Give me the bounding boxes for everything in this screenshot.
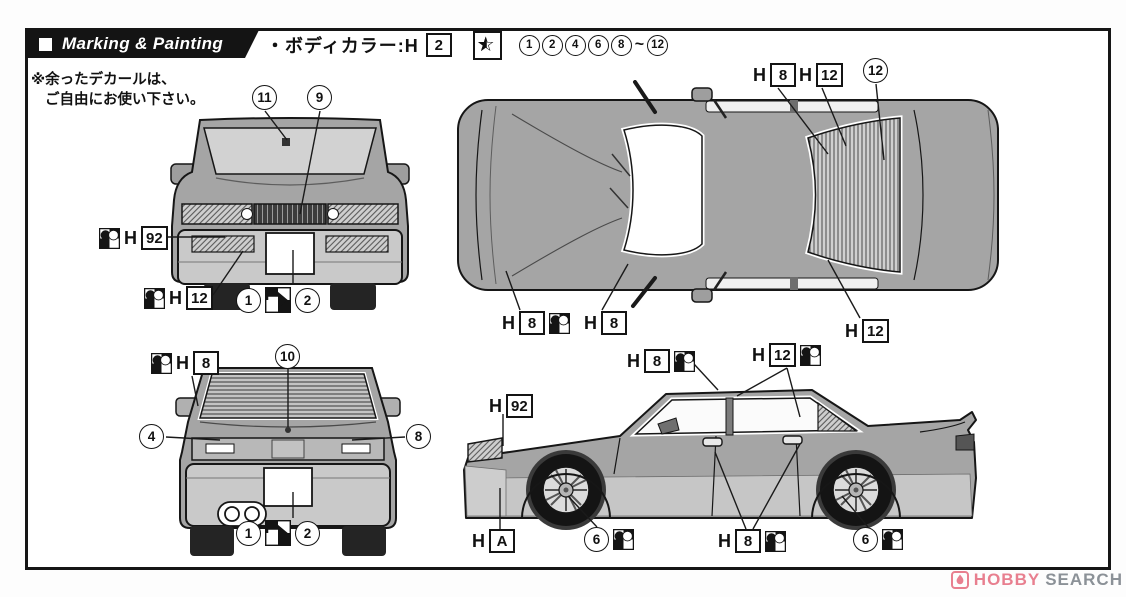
body-color-header: ・ボディカラー:H 2 ☆ ★ 1 2 4 6 8 ~ 12 <box>266 30 669 60</box>
paint-prefix: H <box>845 321 858 341</box>
parts-number: 2 <box>541 34 563 56</box>
top-rear-window-bottom-label: H 12 <box>845 319 889 343</box>
paint-prefix: H <box>124 228 137 248</box>
flame-icon <box>950 571 969 589</box>
paint-code-box: A <box>489 529 515 553</box>
top-rear-window-trim-label-1: H 8 <box>753 63 796 87</box>
paint-prefix: H <box>169 288 182 308</box>
parts-number: 4 <box>564 34 586 56</box>
paint-code-box: 12 <box>769 343 796 367</box>
part-number-callout: 6 <box>584 527 609 552</box>
front-headlight-paint-label: H 92 <box>99 226 168 250</box>
paint-code-box: 8 <box>519 311 545 335</box>
paint-chip-icon <box>674 350 695 372</box>
paint-prefix: H <box>753 65 766 85</box>
paint-prefix: H <box>718 531 731 551</box>
front-plate-decal-label: 1 2 <box>236 287 320 313</box>
paint-code-box: 8 <box>644 349 670 373</box>
decal-arrow-icon <box>265 520 291 546</box>
paint-code-box: 8 <box>601 311 627 335</box>
decal-note-line2: ご自由にお使い下さい。 <box>45 92 205 109</box>
banner-square-bullet-icon <box>39 38 52 51</box>
part-number-callout: 2 <box>295 287 320 313</box>
paint-chip-icon <box>549 312 570 334</box>
paint-prefix: H <box>799 65 812 85</box>
parts-number: 8 <box>610 34 632 56</box>
side-rear-wheel-label: 6 <box>853 527 903 552</box>
paint-chip-icon <box>882 529 903 550</box>
marking-painting-banner: Marking & Painting <box>25 30 259 58</box>
paint-chip-icon <box>151 352 172 374</box>
range-tilde: ~ <box>634 36 645 53</box>
paint-code-box: 12 <box>186 286 213 310</box>
paint-code-box: 92 <box>506 394 533 418</box>
paint-code-box: 8 <box>193 351 219 375</box>
top-front-fender-label: H 8 <box>502 311 570 335</box>
paint-prefix: H <box>627 351 640 371</box>
paint-code-box: 92 <box>141 226 168 250</box>
parts-number: 1 <box>518 34 540 56</box>
parts-number: 12 <box>647 34 669 56</box>
hobby-search-watermark: HOBBY SEARCH <box>950 570 1123 590</box>
decal-arrow-icon <box>265 287 291 313</box>
paint-code-box: 12 <box>816 63 843 87</box>
paint-prefix: H <box>176 353 189 373</box>
paint-prefix: H <box>502 313 515 333</box>
paint-chip-icon <box>99 227 120 249</box>
part-number-callout: 11 <box>252 85 277 110</box>
front-grille-paint-label: H 12 <box>144 286 213 310</box>
star-parts-numbers: 1 2 4 6 8 ~ 12 <box>518 34 669 56</box>
part-number-callout: 12 <box>863 58 888 83</box>
paint-code-box: 8 <box>770 63 796 87</box>
side-door-handles-label: H 8 <box>718 529 786 553</box>
side-front-wheel-label: 6 <box>584 527 634 552</box>
paint-prefix: H <box>472 531 485 551</box>
watermark-brand-first: HOBBY <box>973 570 1041 589</box>
side-headlight-label: H 92 <box>489 394 533 418</box>
rear-mirror-paint-label: H 8 <box>151 351 219 375</box>
side-bumper-label: H A <box>472 529 515 553</box>
banner-title: Marking & Painting <box>62 34 224 53</box>
part-number-callout: 8 <box>406 424 431 449</box>
part-number-callout: 6 <box>853 527 878 552</box>
top-windshield-trim-label: H 8 <box>584 311 627 335</box>
paint-prefix: H <box>489 396 502 416</box>
side-window-sash-label: H 12 <box>752 343 821 367</box>
paint-code-box: 8 <box>735 529 761 553</box>
half-star-icon: ☆ ★ <box>472 30 502 60</box>
body-color-code-box: 2 <box>425 33 452 57</box>
part-number-callout: 2 <box>295 520 320 546</box>
part-number-callout: 9 <box>307 85 332 110</box>
decal-note: ※余ったデカールは、 ご自由にお使い下さい。 <box>31 70 205 111</box>
top-view-drawing <box>457 80 999 308</box>
body-color-label: ・ボディカラー:H <box>266 36 419 56</box>
decal-note-line1: ※余ったデカールは、 <box>31 72 176 88</box>
parts-number: 6 <box>587 34 609 56</box>
paint-chip-icon <box>613 529 634 550</box>
paint-chip-icon <box>144 287 165 309</box>
paint-prefix: H <box>752 345 765 365</box>
top-rear-window-trim-label-2: H 12 <box>799 63 843 87</box>
part-number-callout: 10 <box>275 344 300 369</box>
paint-chip-icon <box>799 344 821 366</box>
part-number-callout: 1 <box>236 287 261 313</box>
front-view-drawing <box>170 117 410 310</box>
part-number-callout: 1 <box>236 520 261 546</box>
paint-prefix: H <box>584 313 597 333</box>
paint-chip-icon <box>765 530 786 552</box>
part-number-callout: 4 <box>139 424 164 449</box>
paint-code-box: 12 <box>862 319 889 343</box>
watermark-brand-second: SEARCH <box>1045 570 1123 589</box>
side-roof-rail-label: H 8 <box>627 349 695 373</box>
rear-plate-decal-label: 1 2 <box>236 520 320 546</box>
